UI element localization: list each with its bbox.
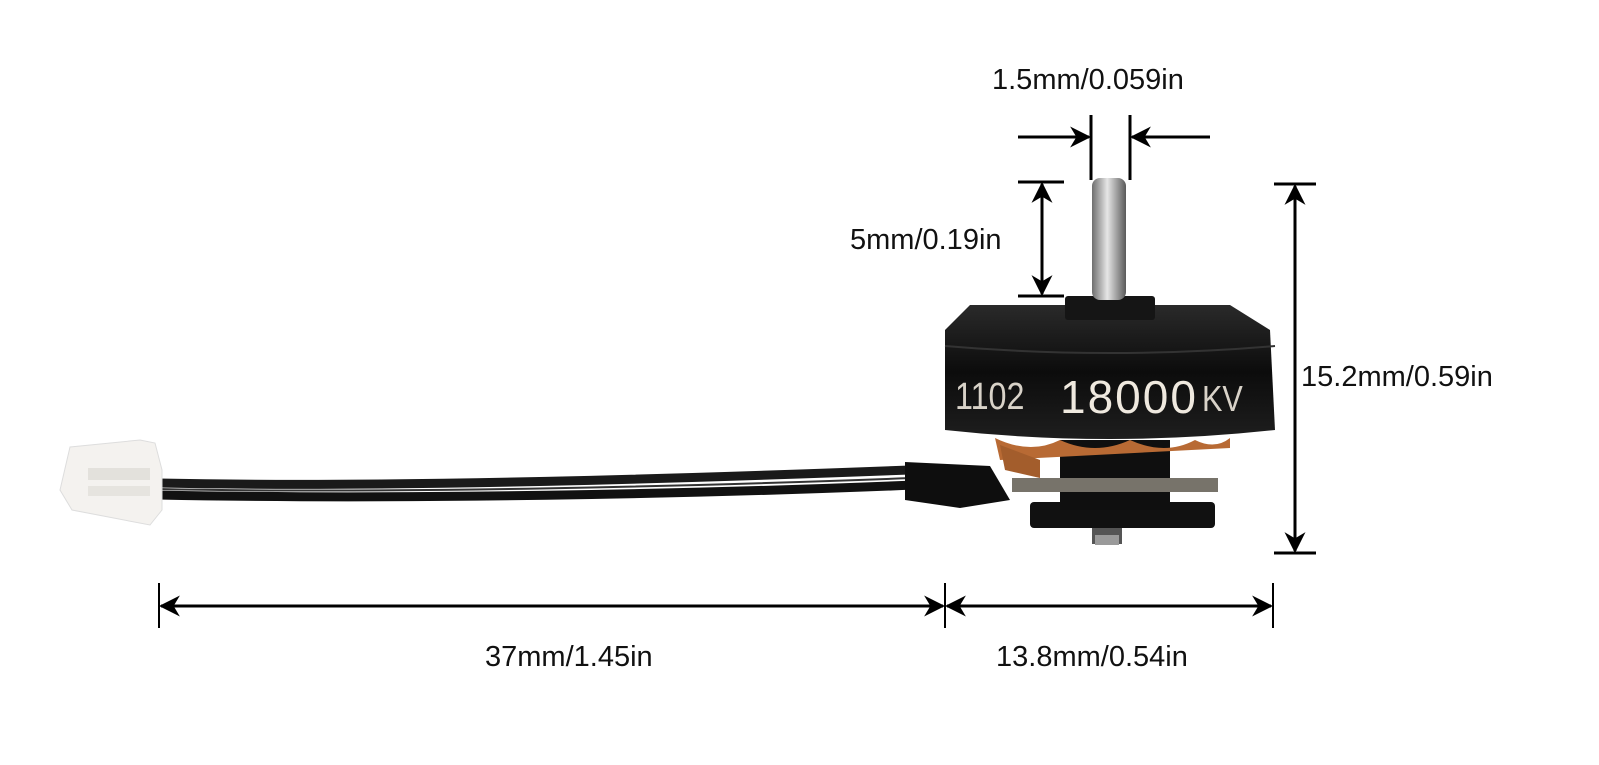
motor-shaft xyxy=(1092,178,1126,300)
copper-windings xyxy=(995,438,1230,478)
shaft-length-label: 5mm/0.19in xyxy=(850,224,1002,256)
motor-cable xyxy=(157,462,1010,508)
motor-kv-number: 18000 xyxy=(1060,371,1198,423)
motor-model-label: 1102 xyxy=(955,376,1025,418)
shaft-diameter-dimension xyxy=(1018,115,1210,180)
total-height-label: 15.2mm/0.59in xyxy=(1301,361,1493,393)
total-height-dimension xyxy=(1274,182,1316,555)
shaft-length-dimension xyxy=(1018,180,1064,298)
motor-width-dimension xyxy=(944,583,1274,628)
motor-width-label: 13.8mm/0.54in xyxy=(996,641,1188,673)
motor-bell xyxy=(944,296,1276,439)
cable-length-dimension xyxy=(158,583,946,628)
cable-length-label: 37mm/1.45in xyxy=(485,641,653,673)
jst-connector xyxy=(59,439,163,526)
shaft-diameter-label: 1.5mm/0.059in xyxy=(992,64,1184,96)
motor-kv-unit: KV xyxy=(1202,378,1243,419)
